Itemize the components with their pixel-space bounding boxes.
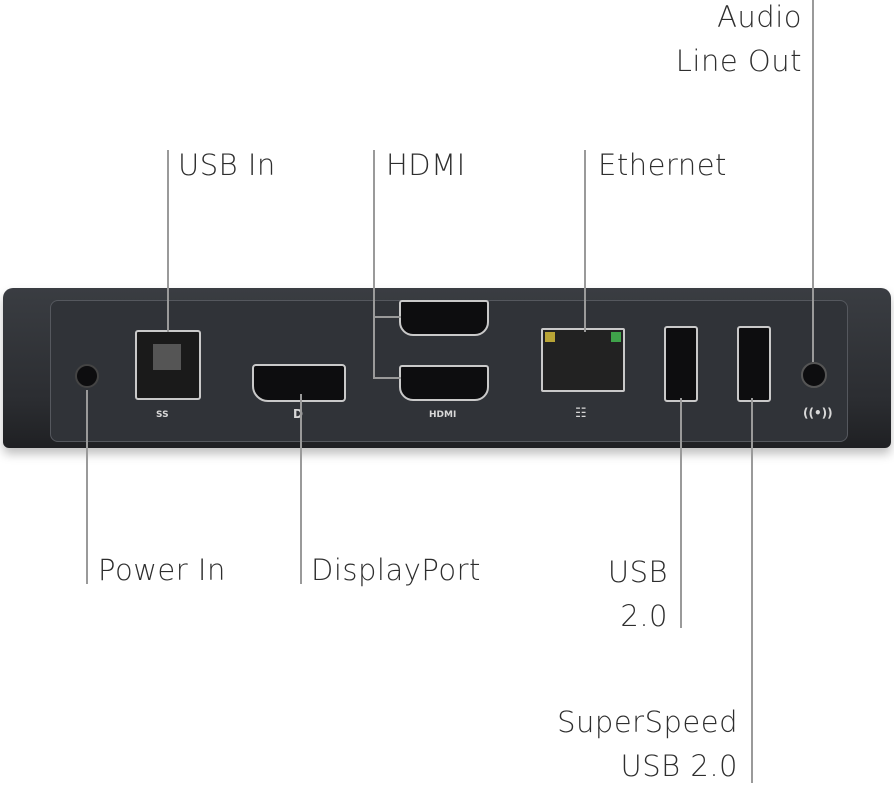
label-usb-line2: 2.0 (620, 599, 668, 633)
displayport-logo: D (293, 407, 303, 421)
power-in-port (75, 364, 99, 388)
leader-usb-in (167, 150, 169, 332)
leader-power (86, 390, 88, 584)
hdmi-logo: HDMI (429, 410, 457, 420)
label-usb-in: USB In (178, 148, 276, 182)
led-green (611, 332, 621, 342)
label-audio-line1: Audio (717, 0, 802, 34)
displayport-port (252, 364, 346, 402)
usb-in-logo: SS (156, 410, 169, 420)
usb-2-0-port (664, 326, 698, 402)
leader-audio (812, 0, 814, 362)
leader-superspeed (751, 398, 753, 783)
hdmi-port-1 (399, 300, 489, 336)
superspeed-usb-port (737, 326, 771, 402)
label-audio-line2: Line Out (675, 44, 802, 78)
label-displayport: DisplayPort (311, 553, 481, 587)
leader-displayport (300, 394, 302, 584)
audio-jack (801, 362, 827, 388)
label-ss-line2: USB 2.0 (620, 749, 738, 783)
usb-in-port (135, 330, 201, 400)
label-ss-line1: SuperSpeed (557, 705, 738, 739)
leader-hdmi-top (373, 316, 401, 318)
ethernet-port (541, 328, 625, 392)
leader-hdmi-bottom (373, 377, 401, 379)
hdmi-port-2 (399, 365, 489, 401)
label-power-in: Power In (98, 553, 226, 587)
leader-hdmi (373, 150, 375, 379)
led-yellow (545, 332, 555, 342)
leader-usb-2-0 (680, 398, 682, 628)
label-ethernet: Ethernet (598, 148, 727, 182)
leader-ethernet (584, 150, 586, 332)
label-usb-2-0: USB 2.0 (608, 550, 668, 638)
label-usb-line1: USB (607, 555, 668, 589)
label-hdmi: HDMI (386, 148, 466, 182)
network-icon: ☷ (575, 406, 587, 421)
docking-station: SS D HDMI ☷ ((•)) (3, 288, 891, 448)
audio-icon: ((•)) (803, 406, 833, 420)
